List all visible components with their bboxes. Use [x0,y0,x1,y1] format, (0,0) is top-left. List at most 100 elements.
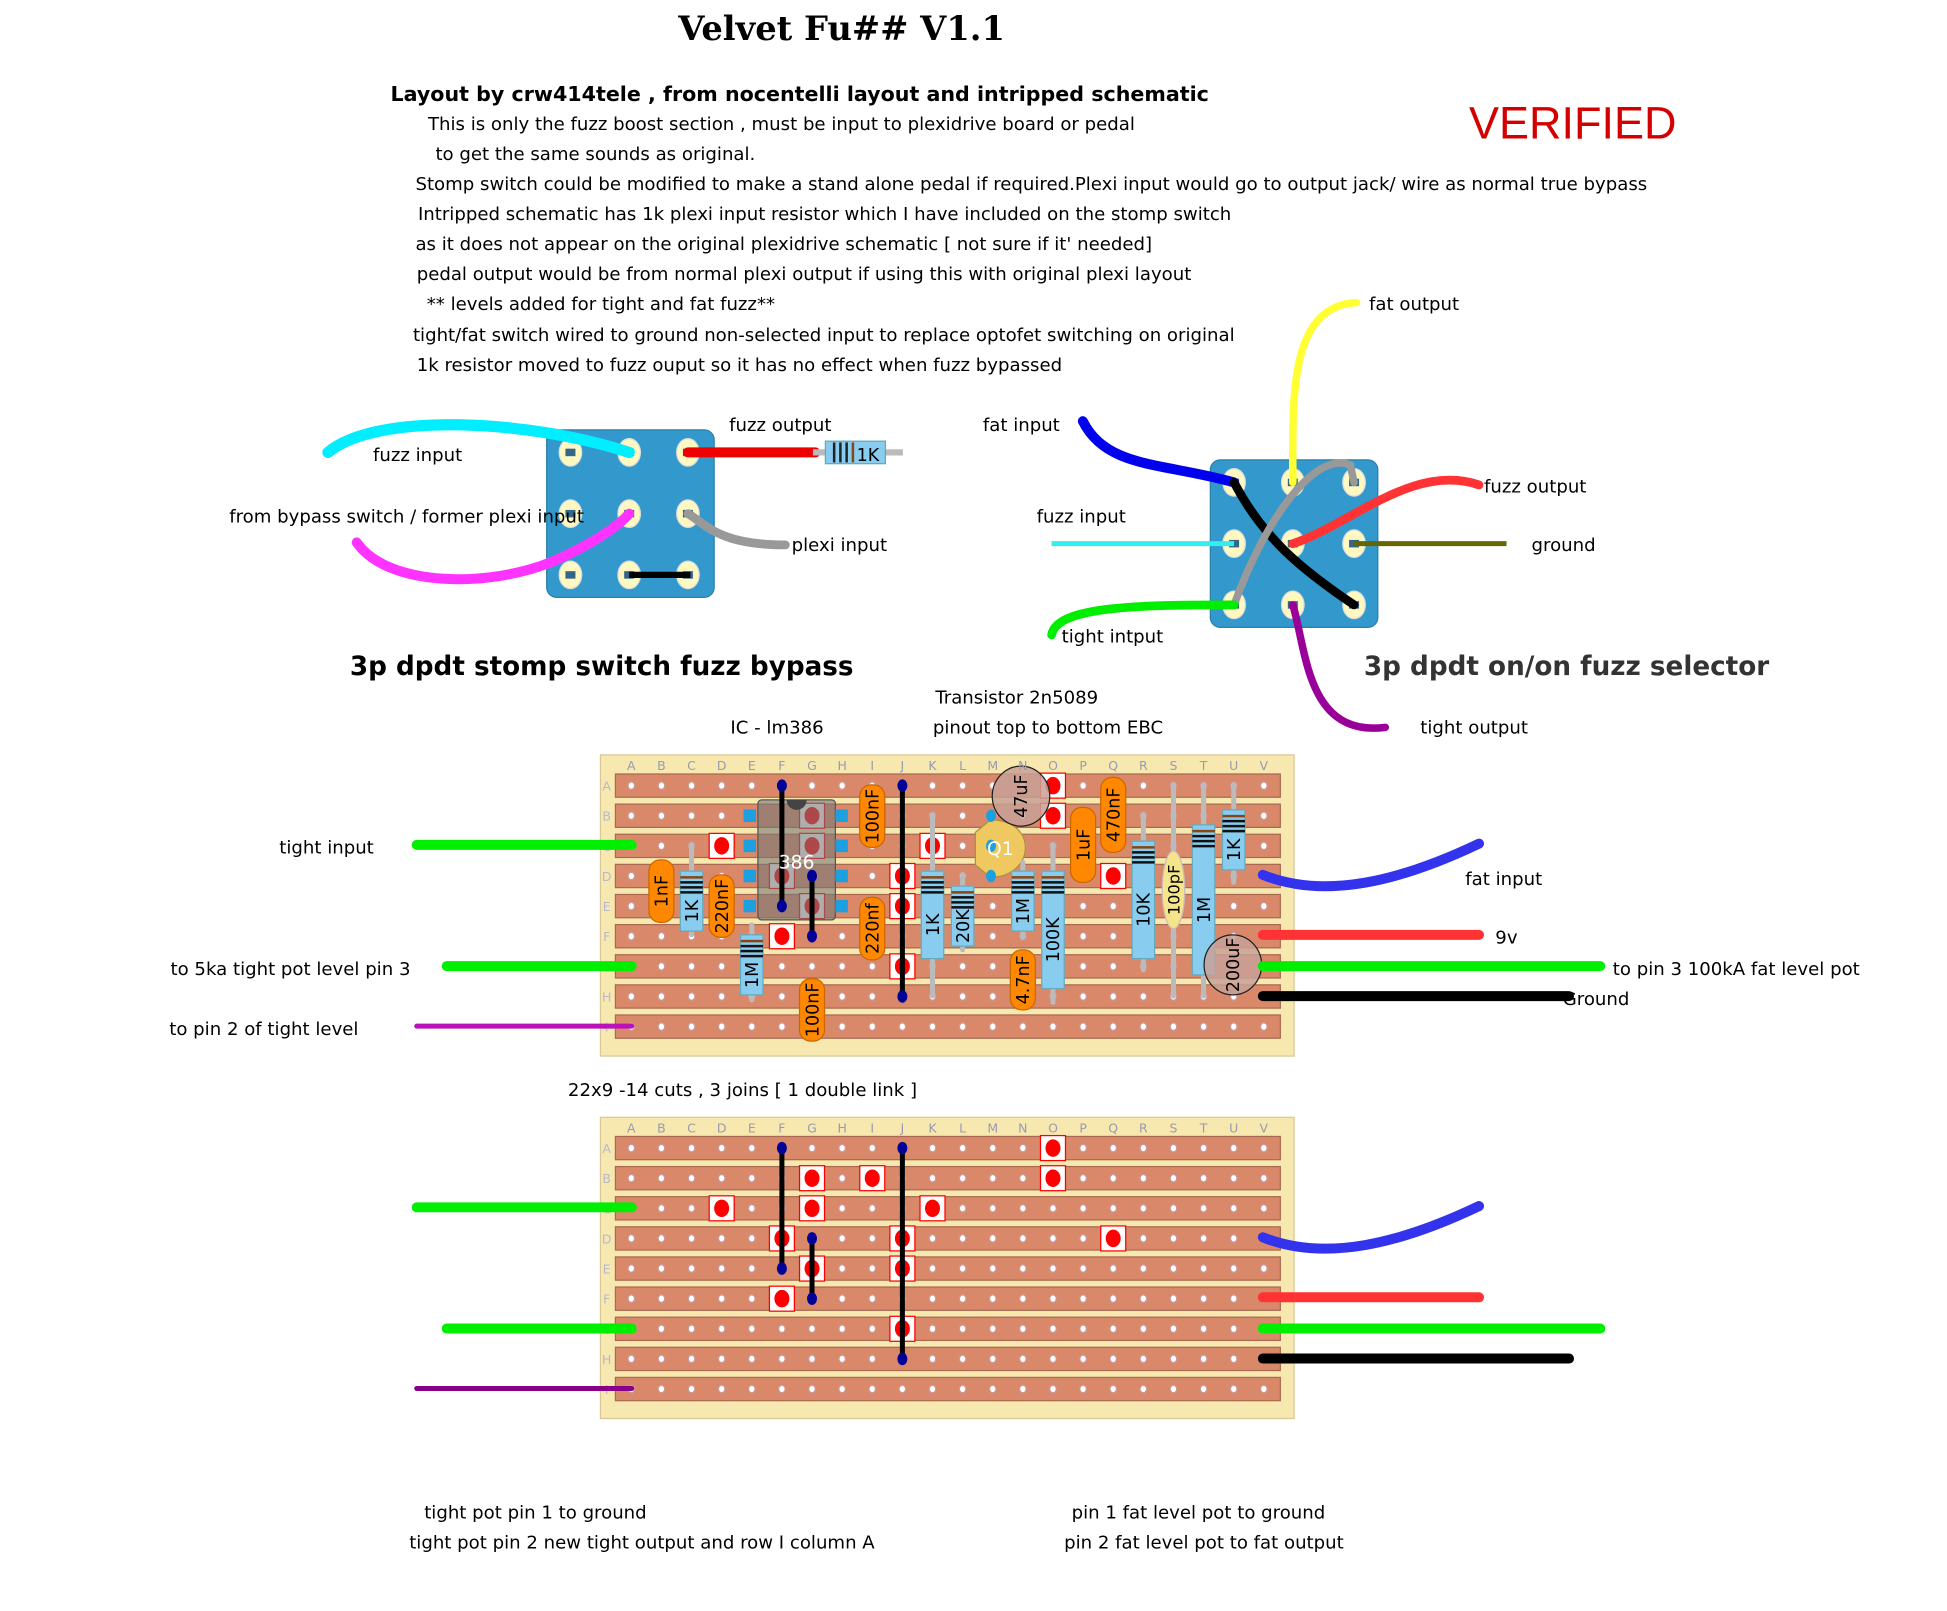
hole [988,992,997,1001]
film-capacitor [1100,776,1127,853]
capacitor-label: 100pF [1165,865,1184,916]
label-fat-output: fat output [1369,294,1459,315]
track-cut-mark [774,1289,790,1308]
hole [1018,1324,1027,1334]
column-label: N [1018,1120,1027,1135]
hole [1079,1354,1087,1364]
ic-pin [743,899,757,913]
hole [868,871,877,881]
hole [627,811,636,821]
link-end [897,1352,908,1366]
label-tight-input: tight input [279,838,374,859]
hole [838,1264,847,1273]
hole [1169,1294,1178,1304]
hole [1109,1203,1118,1213]
column-label: O [1048,1120,1058,1135]
hole [747,1354,756,1364]
copper-strip [614,1316,1281,1342]
resistor-band [951,901,974,904]
transistor-note: Transistor 2n5089 [934,688,1098,709]
hole [687,992,696,1001]
hole [657,1384,666,1394]
note-line: Stomp switch could be modified to make a… [415,174,1647,195]
hole [687,1143,696,1153]
hole [808,1324,816,1334]
hole [1169,1264,1178,1273]
film-capacitor [1009,949,1036,1011]
link-end [897,990,908,1003]
hole [868,961,877,971]
label-fat-input: fat input [983,415,1060,436]
hole [1079,961,1087,971]
hole [958,1022,967,1031]
resistor-band [740,939,764,943]
hole [1259,1384,1268,1394]
hole [717,1234,726,1243]
hole [988,1294,997,1304]
hole [838,1234,847,1243]
resistor-band [951,896,974,899]
copper-strip [614,773,1281,798]
hole [657,1203,666,1213]
label-ground: Ground [1563,989,1630,1010]
hole [1079,992,1087,1001]
label-fuzz-output: fuzz output [1484,476,1586,497]
column-label: N [1018,758,1027,773]
film-capacitor [859,784,886,848]
resistor-band [951,906,974,909]
hole [1079,1264,1087,1273]
note-line: as it does not appear on the original pl… [415,234,1152,255]
wire-tight-input [1047,600,1239,640]
hole [1109,1324,1118,1334]
copper-strip [614,1226,1281,1251]
resistor-band [1222,819,1245,823]
hole [1229,901,1238,911]
hole [1259,841,1268,851]
column-label: E [748,1120,756,1135]
resistor-band [740,949,764,953]
hole [627,1173,636,1183]
hole [958,992,967,1001]
note-line: This is only the fuzz boost section , mu… [427,114,1135,135]
ic-pin [835,869,848,883]
hole [1199,1143,1208,1153]
hole [627,1234,636,1243]
copper-strip [614,984,1281,1009]
column-label: C [687,758,696,773]
capacitor-label: 200uF [1224,938,1244,993]
hole [657,781,666,791]
hole [928,1384,937,1394]
column-label: A [627,1120,636,1135]
column-label: R [1139,758,1148,773]
column-label: V [1260,758,1269,773]
wire-fuzz-output [1288,475,1484,549]
hole [958,811,967,821]
row-label: B [602,1171,611,1186]
hole [1049,1234,1057,1243]
hole [808,1384,816,1394]
hole [1109,931,1118,941]
column-label: K [928,1120,937,1135]
resistor-band [1132,861,1155,864]
note-line: 1k resistor moved to fuzz ouput so it ha… [417,355,1062,376]
hole [1079,1294,1087,1304]
transistor-pin [985,839,996,853]
column-label: G [807,758,817,773]
hole [988,1354,997,1364]
hole [958,1264,967,1273]
resistor-label: 1K [857,446,880,466]
hole [958,781,967,791]
hole [747,1173,756,1183]
hole [1049,1354,1057,1364]
link-end [776,779,787,792]
ic-pin [743,869,757,883]
wire-fuzz-input [322,419,635,459]
column-label: D [717,1120,727,1135]
hole [717,1324,726,1334]
capacitor-label: 47uF [1012,774,1032,817]
note-line: ** levels added for tight and fat fuzz** [427,294,775,315]
film-capacitor [798,977,826,1042]
selector-switch-heading: 3p dpdt on/on fuzz selector [1364,652,1769,682]
label-tight-pot: to 5ka tight pot level pin 3 [170,959,410,980]
